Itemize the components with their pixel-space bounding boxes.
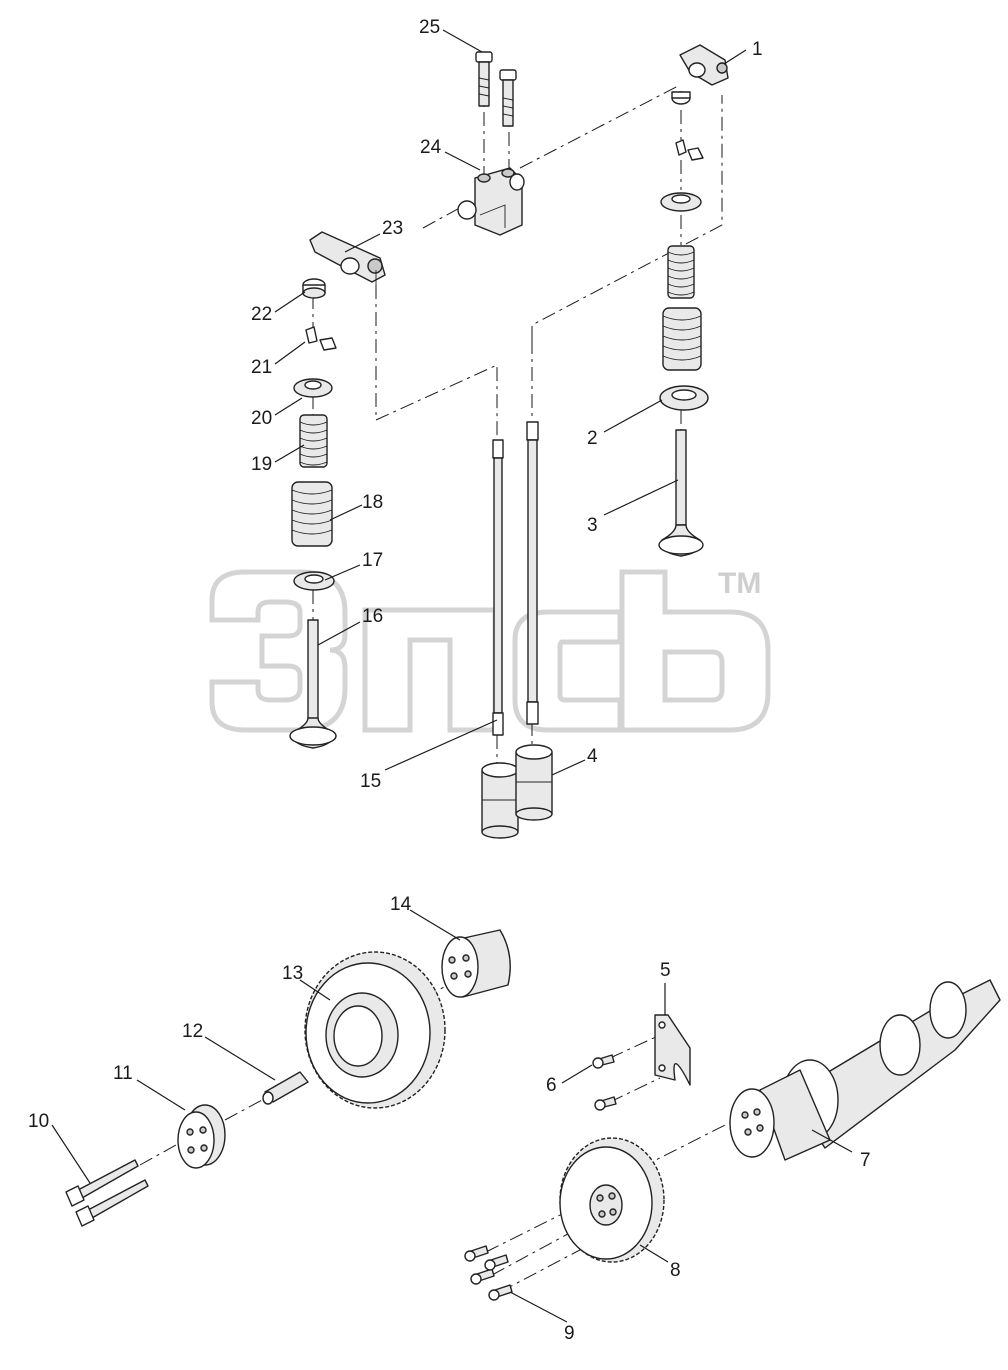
part-outer-spring-18 (291, 481, 333, 547)
part-outer-spring-right (662, 307, 702, 371)
callout-2: 2 (587, 428, 598, 449)
callout-23: 23 (382, 218, 403, 239)
part-bolts-6 (592, 1054, 617, 1111)
part-tappet-left (481, 762, 519, 839)
callout-labels: 1 2 3 4 5 6 7 8 9 10 11 12 13 14 15 16 1… (28, 17, 871, 1344)
watermark-logo: TM (209, 567, 771, 733)
part-push-rod-right (526, 421, 539, 725)
callout-16: 16 (362, 606, 383, 627)
callout-14: 14 (390, 894, 412, 915)
callout-1: 1 (752, 39, 763, 60)
part-inner-spring-right (667, 245, 695, 299)
callout-10: 10 (28, 1111, 49, 1132)
part-bushing-14 (441, 929, 511, 998)
callout-24: 24 (420, 137, 442, 158)
callout-25: 25 (419, 17, 440, 38)
part-push-rod-15 (492, 439, 504, 736)
part-valve-keepers-21 (305, 326, 337, 351)
callout-20: 20 (251, 408, 272, 429)
part-valve-keepers-right (675, 139, 704, 161)
callout-9: 9 (564, 1323, 575, 1344)
part-spring-seat-17 (293, 571, 335, 591)
callout-11: 11 (113, 1063, 133, 1084)
part-valve-cap-22 (302, 278, 326, 299)
part-retaining-plate-5 (654, 1014, 691, 1086)
assembly-centerlines (139, 84, 736, 1293)
callout-3: 3 (587, 515, 598, 536)
part-exhaust-valve-3 (658, 429, 704, 557)
callout-13: 13 (282, 963, 303, 984)
callout-22: 22 (251, 304, 272, 325)
callout-19: 19 (251, 454, 272, 475)
part-rocker-arm-23 (309, 231, 386, 288)
callout-15: 15 (360, 771, 381, 792)
callout-12: 12 (182, 1021, 203, 1042)
part-tappet-4 (515, 744, 553, 821)
callout-7: 7 (860, 1150, 871, 1171)
callout-4: 4 (587, 746, 598, 767)
callout-8: 8 (670, 1260, 681, 1281)
callout-18: 18 (362, 492, 383, 513)
part-bolts-10 (65, 1159, 149, 1227)
callout-17: 17 (362, 550, 383, 571)
part-spring-retainer-20 (293, 378, 333, 398)
part-rocker-arm-1 (671, 44, 729, 105)
trademark-mark: TM (718, 567, 761, 600)
part-bolt-25 (475, 51, 517, 127)
leader-lines (51, 29, 853, 1323)
part-rocker-shaft-support-24 (457, 167, 525, 236)
part-inner-spring-19 (299, 414, 328, 468)
callout-5: 5 (660, 960, 671, 981)
part-idler-shaft-12 (262, 1071, 309, 1105)
part-camshaft-7 (729, 979, 1001, 1161)
part-thrust-washer-11 (177, 1104, 226, 1169)
part-camshaft-gear-8 (559, 1137, 665, 1263)
callout-6: 6 (546, 1075, 557, 1096)
part-spring-retainer-right (660, 192, 702, 212)
part-idler-gear-13 (304, 951, 446, 1109)
part-spring-seat-2 (659, 385, 709, 411)
part-intake-valve-16 (289, 619, 337, 749)
part-bolts-9 (464, 1245, 513, 1301)
callout-21: 21 (251, 357, 272, 378)
